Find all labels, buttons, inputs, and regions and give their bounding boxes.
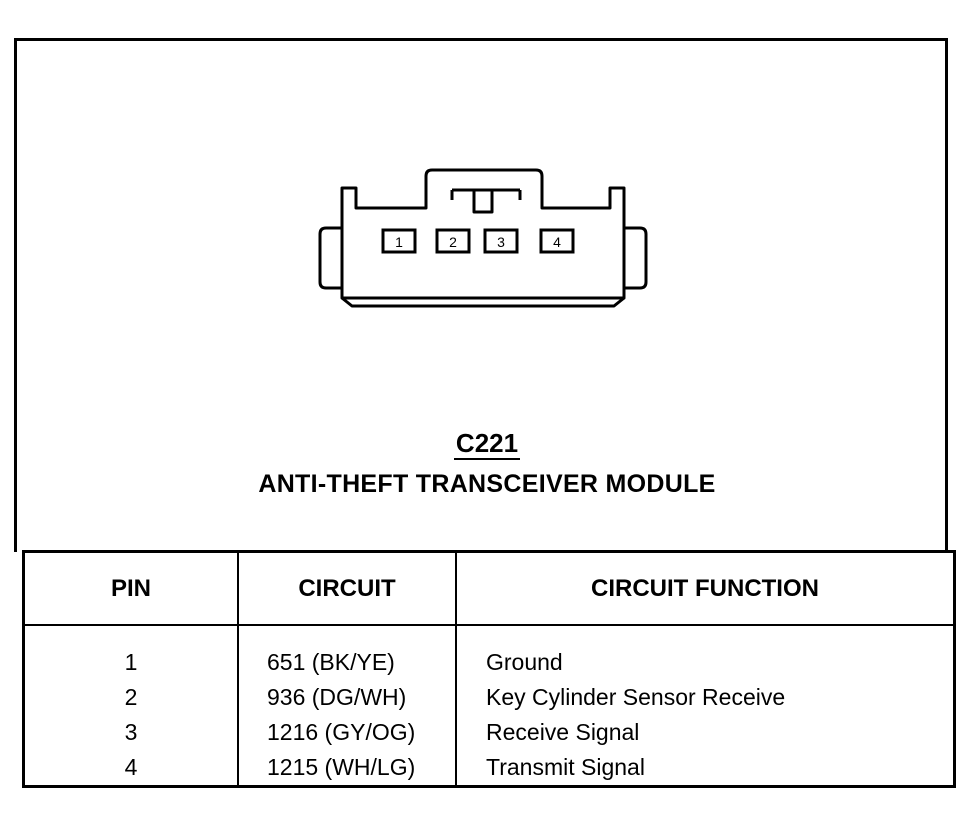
- header-circuit: CIRCUIT: [298, 575, 396, 602]
- pin-cavity-3: [483, 228, 519, 254]
- table-cell-circuit: 1216 (GY/OG): [267, 719, 416, 745]
- table-divider: [237, 553, 239, 785]
- table-cell-function: Transmit Signal: [486, 754, 645, 780]
- table-cell-pin: 3: [124, 719, 138, 745]
- pin-table: PIN CIRCUIT CIRCUIT FUNCTION 1 2 3 4 651…: [22, 550, 956, 788]
- table-cell-function: Key Cylinder Sensor Receive: [486, 684, 786, 710]
- diagram-frame: [14, 38, 948, 552]
- module-name: ANTI-THEFT TRANSCEIVER MODULE: [258, 470, 716, 498]
- connector-right-latch: [624, 226, 648, 290]
- connector-id-text: C221: [453, 428, 521, 460]
- pin-cavity-2: [435, 228, 471, 254]
- circuit-column: 651 (BK/YE) 936 (DG/WH) 1216 (GY/OG) 121…: [267, 645, 457, 785]
- function-column: Ground Key Cylinder Sensor Receive Recei…: [486, 645, 946, 785]
- table-cell-function: Ground: [486, 649, 563, 675]
- table-cell-pin: 4: [124, 754, 138, 780]
- connector-body-outline: [340, 168, 626, 300]
- pin-column: 1 2 3 4: [25, 645, 237, 785]
- pin-label: 4: [553, 234, 561, 250]
- table-header-divider: [25, 624, 953, 626]
- table-cell-circuit: 1215 (WH/LG): [267, 754, 416, 780]
- table-cell-circuit: 651 (BK/YE): [267, 649, 395, 675]
- header-pin: PIN: [110, 575, 151, 602]
- pin-label: 1: [395, 234, 403, 250]
- connector-bottom-flange: [341, 296, 625, 308]
- header-circuit-function: CIRCUIT FUNCTION: [591, 575, 819, 602]
- pin-label: 2: [449, 234, 457, 250]
- connector-id: C221: [0, 428, 974, 460]
- table-divider: [455, 553, 457, 785]
- table-cell-pin: 2: [124, 684, 138, 710]
- pin-cavity-4: [539, 228, 575, 254]
- pin-label: 3: [497, 234, 505, 250]
- table-cell-pin: 1: [124, 649, 138, 675]
- connector-left-latch: [318, 226, 342, 290]
- connector-lock-tab: [450, 188, 522, 214]
- table-cell-circuit: 936 (DG/WH): [267, 684, 407, 710]
- table-cell-function: Receive Signal: [486, 719, 640, 745]
- pin-cavity-1: [381, 228, 417, 254]
